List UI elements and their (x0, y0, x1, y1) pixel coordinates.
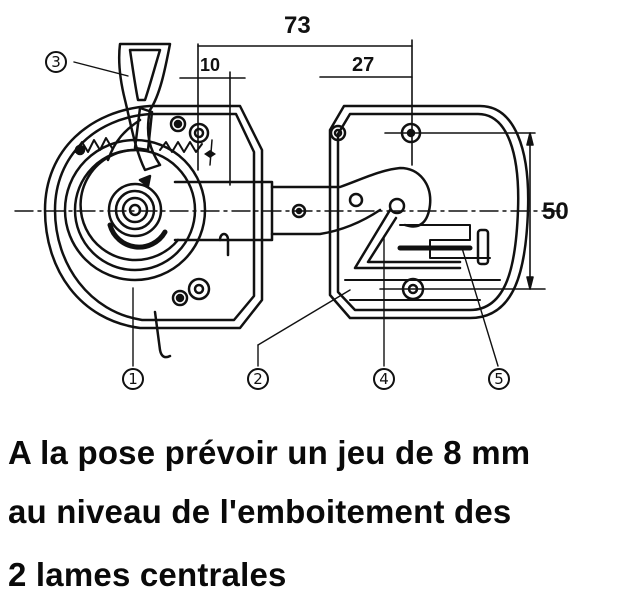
right-housing (328, 104, 530, 320)
dimension-left-offset: 10 (200, 55, 221, 75)
leader-lines (73, 61, 499, 367)
callout-2: 2 (247, 368, 269, 390)
mechanism-drawing (14, 39, 561, 367)
note-line-3: 2 lames centrales (8, 556, 287, 593)
left-housing (43, 104, 264, 359)
dimension-overall-width: 73 (284, 12, 311, 39)
lever-part-3 (106, 42, 172, 188)
dimension-right-offset: 27 (352, 54, 375, 76)
callout-4: 4 (373, 368, 395, 390)
note-line-2: au niveau de l'emboitement des (8, 493, 512, 530)
dimension-height: 50 (542, 198, 569, 225)
callout-5: 5 (488, 368, 510, 390)
callout-3: 3 (45, 51, 67, 73)
connecting-bar (173, 166, 432, 242)
callout-1: 1 (122, 368, 144, 390)
note-line-1: A la pose prévoir un jeu de 8 mm (8, 434, 531, 471)
